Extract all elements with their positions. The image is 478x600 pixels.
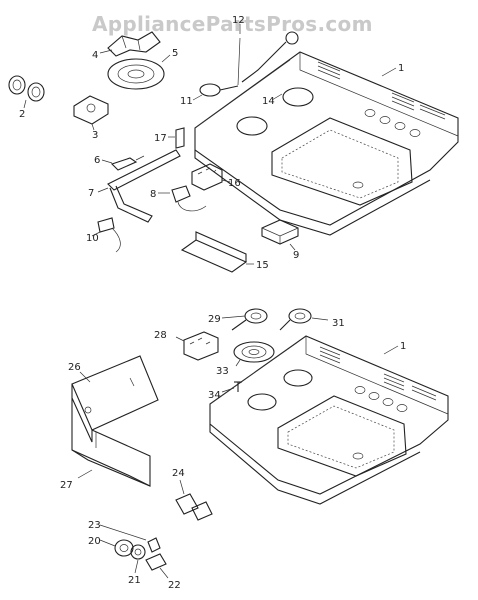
callout-17: 17 — [154, 133, 167, 144]
callout-22: 22 — [168, 580, 181, 591]
callout-27: 27 — [60, 480, 73, 491]
callout-1-upper: 1 — [398, 63, 404, 74]
callout-10: 10 — [86, 233, 99, 244]
callout-24: 24 — [172, 468, 185, 479]
callout-8: 8 — [150, 189, 156, 200]
terminal-block-28 — [175, 331, 219, 361]
burner-element-31 — [279, 308, 329, 331]
callout-5: 5 — [172, 48, 178, 59]
callout-1-lower: 1 — [400, 341, 406, 352]
wire-connector-10 — [91, 217, 121, 253]
callout-16: 16 — [228, 178, 241, 189]
callout-28: 28 — [154, 330, 167, 341]
callout-34: 34 — [208, 390, 221, 401]
knob-set-20-23 — [99, 524, 169, 579]
burner-element-29 — [221, 308, 268, 331]
callout-11: 11 — [180, 96, 193, 107]
callout-14: 14 — [262, 96, 275, 107]
callout-21: 21 — [128, 575, 141, 586]
callout-6: 6 — [94, 155, 100, 166]
knob-pair — [8, 75, 45, 109]
switch-24 — [175, 479, 213, 521]
leader-14 — [271, 93, 283, 101]
burner-tube-assembly-12 — [237, 24, 299, 86]
switch-8 — [158, 185, 207, 212]
callout-31: 31 — [332, 318, 345, 329]
lower-assembly: 1 20 21 22 23 24 26 27 28 29 31 33 34 — [60, 308, 449, 591]
burner-grate — [99, 31, 161, 57]
spacer-block-9 — [261, 219, 299, 251]
callout-20: 20 — [88, 536, 101, 547]
base-panel-27 — [71, 398, 151, 487]
callout-29: 29 — [208, 314, 221, 325]
callout-26: 26 — [68, 362, 81, 373]
main-top-upper — [194, 51, 459, 236]
heat-shield-26 — [71, 355, 159, 443]
callout-23: 23 — [88, 520, 101, 531]
spark-igniter-6 — [101, 155, 145, 171]
callout-7: 7 — [88, 188, 94, 199]
callout-3: 3 — [92, 130, 98, 141]
small-bracket-17 — [168, 127, 185, 149]
angle-bracket-15 — [180, 231, 254, 273]
burner-head-11 — [192, 83, 239, 101]
callout-33: 33 — [216, 366, 229, 377]
lower-callouts: 1 20 21 22 23 24 26 27 28 29 31 33 34 — [60, 314, 406, 591]
upper-assembly: 1 2 3 4 5 6 7 8 10 11 12 14 15 16 17 9 — [8, 15, 459, 273]
callout-2: 2 — [19, 109, 25, 120]
callout-9: 9 — [293, 250, 299, 261]
main-top-lower — [209, 335, 449, 505]
burner-drip-pan — [107, 54, 171, 90]
burner-valve-bracket — [73, 95, 109, 131]
burner-drip-pan-33 — [233, 341, 275, 367]
callout-4: 4 — [92, 50, 98, 61]
callout-12: 12 — [232, 15, 245, 26]
gas-manifold-tube-7 — [97, 149, 181, 223]
upper-callouts: 1 2 3 4 5 6 7 8 10 11 12 14 15 16 17 9 — [19, 15, 404, 271]
callout-15: 15 — [256, 260, 269, 271]
screw-34 — [221, 381, 242, 393]
watermark: AppliancePartsPros.com — [92, 12, 373, 36]
terminal-block-16 — [191, 163, 231, 191]
